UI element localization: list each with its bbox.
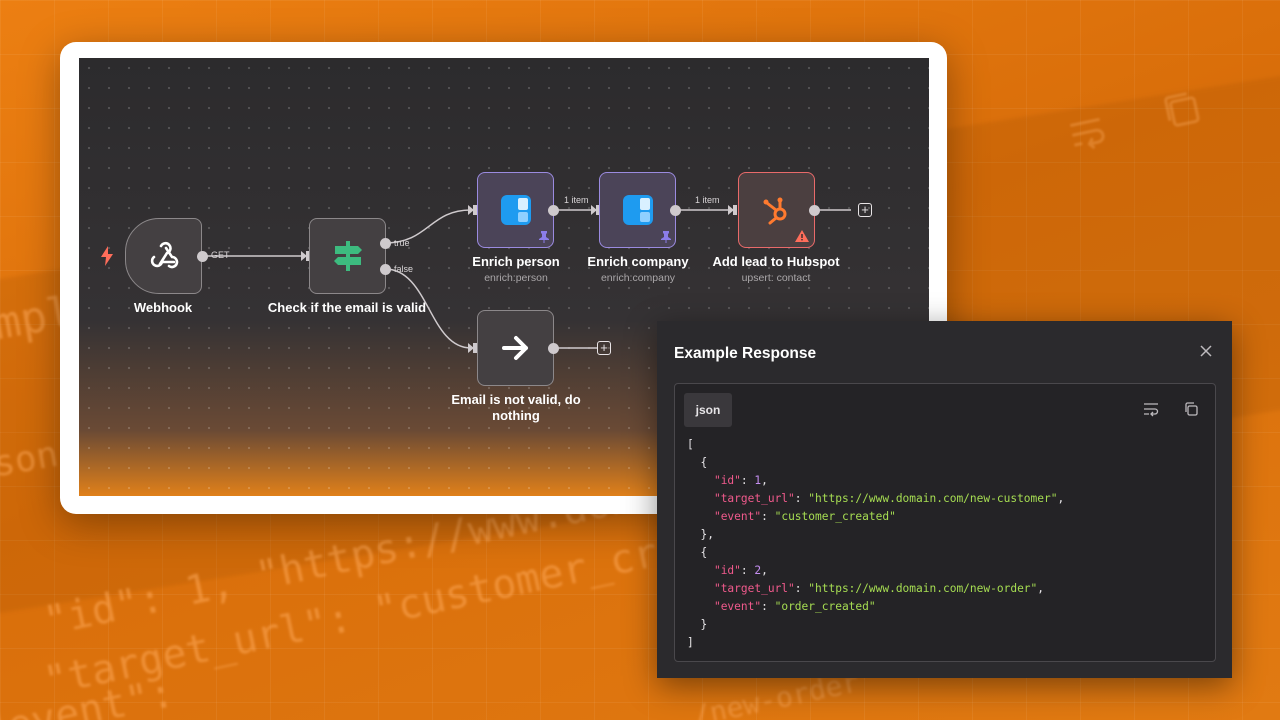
true-output-handle[interactable]	[380, 238, 391, 249]
enrich-company-node[interactable]	[599, 172, 676, 248]
example-response-dialog: Example Response json [ { "id": 1, "targ…	[657, 321, 1232, 678]
noop-node[interactable]	[477, 310, 554, 386]
enrich-company-output-handle[interactable]	[670, 205, 681, 216]
copy-icon	[1164, 92, 1200, 127]
enrich-person-output-handle[interactable]	[548, 205, 559, 216]
hubspot-output-handle[interactable]	[809, 205, 820, 216]
noop-label-line2: nothing	[492, 408, 540, 423]
enrich-person-node[interactable]	[477, 172, 554, 248]
add-node-plus-button[interactable]: +	[597, 341, 611, 355]
code-line: }	[700, 618, 708, 631]
add-node-plus-button[interactable]: +	[858, 203, 872, 217]
code-line: "target_url": "https://www.domain.com/ne…	[713, 492, 1065, 505]
code-block: json [ { "id": 1, "target_url": "https:/…	[674, 383, 1216, 662]
noop-label: Email is not valid, do nothing	[451, 392, 580, 424]
arrow-right-icon	[501, 336, 528, 360]
webhook-method-label: GET	[211, 250, 230, 260]
workflow-connections	[203, 205, 851, 353]
check-email-label: Check if the email is valid	[267, 300, 427, 315]
copy-icon[interactable]	[1183, 401, 1199, 417]
hubspot-subtitle: upsert: contact	[741, 272, 811, 284]
code-line: "id": 2,	[713, 564, 768, 577]
code-line: {	[700, 456, 708, 469]
hubspot-node[interactable]	[738, 172, 815, 248]
language-tab[interactable]: json	[684, 393, 732, 427]
hubspot-label: Add lead to Hubspot	[712, 254, 840, 269]
dialog-title: Example Response	[674, 345, 817, 362]
enrich-app-icon	[500, 195, 531, 225]
webhook-node[interactable]	[125, 218, 202, 294]
code-line: {	[700, 546, 708, 559]
webhook-label: Webhook	[133, 300, 193, 315]
false-output-handle[interactable]	[380, 264, 391, 275]
webhook-output-handle[interactable]	[197, 251, 208, 262]
json-code: [ { "id": 1, "target_url": "https://www.…	[687, 436, 1064, 652]
code-line: "event": "customer_created"	[713, 510, 896, 523]
person-to-company-items: 1 item	[564, 195, 589, 205]
warning-icon[interactable]	[795, 230, 809, 242]
webhook-icon	[150, 241, 178, 269]
enrich-company-subtitle: enrich:company	[600, 272, 676, 284]
wrap-icon	[1069, 117, 1105, 150]
code-line: },	[700, 528, 714, 541]
noop-label-line1: Email is not valid, do	[451, 392, 581, 407]
false-branch-label: false	[394, 264, 414, 274]
enrich-company-label: Enrich company	[587, 254, 689, 269]
wrap-lines-icon[interactable]	[1143, 401, 1159, 417]
trigger-bolt-icon	[101, 246, 113, 266]
code-line: "id": 1,	[713, 474, 768, 487]
code-line: [	[687, 438, 694, 451]
enrich-app-icon	[622, 195, 653, 225]
pin-icon	[661, 231, 671, 243]
enrich-person-subtitle: enrich:person	[484, 272, 548, 284]
hubspot-icon	[763, 197, 786, 225]
noop-output-handle[interactable]	[548, 343, 559, 354]
if-signpost-icon	[333, 241, 362, 271]
code-line: "event": "order_created"	[713, 600, 876, 613]
pin-icon	[539, 231, 549, 243]
company-to-hubspot-items: 1 item	[695, 195, 720, 205]
code-line: "target_url": "https://www.domain.com/ne…	[713, 582, 1045, 595]
check-email-node[interactable]	[309, 218, 386, 294]
enrich-person-label: Enrich person	[472, 254, 560, 269]
true-branch-label: true	[394, 238, 410, 248]
close-icon[interactable]	[1198, 343, 1214, 359]
code-line: ]	[687, 636, 694, 649]
